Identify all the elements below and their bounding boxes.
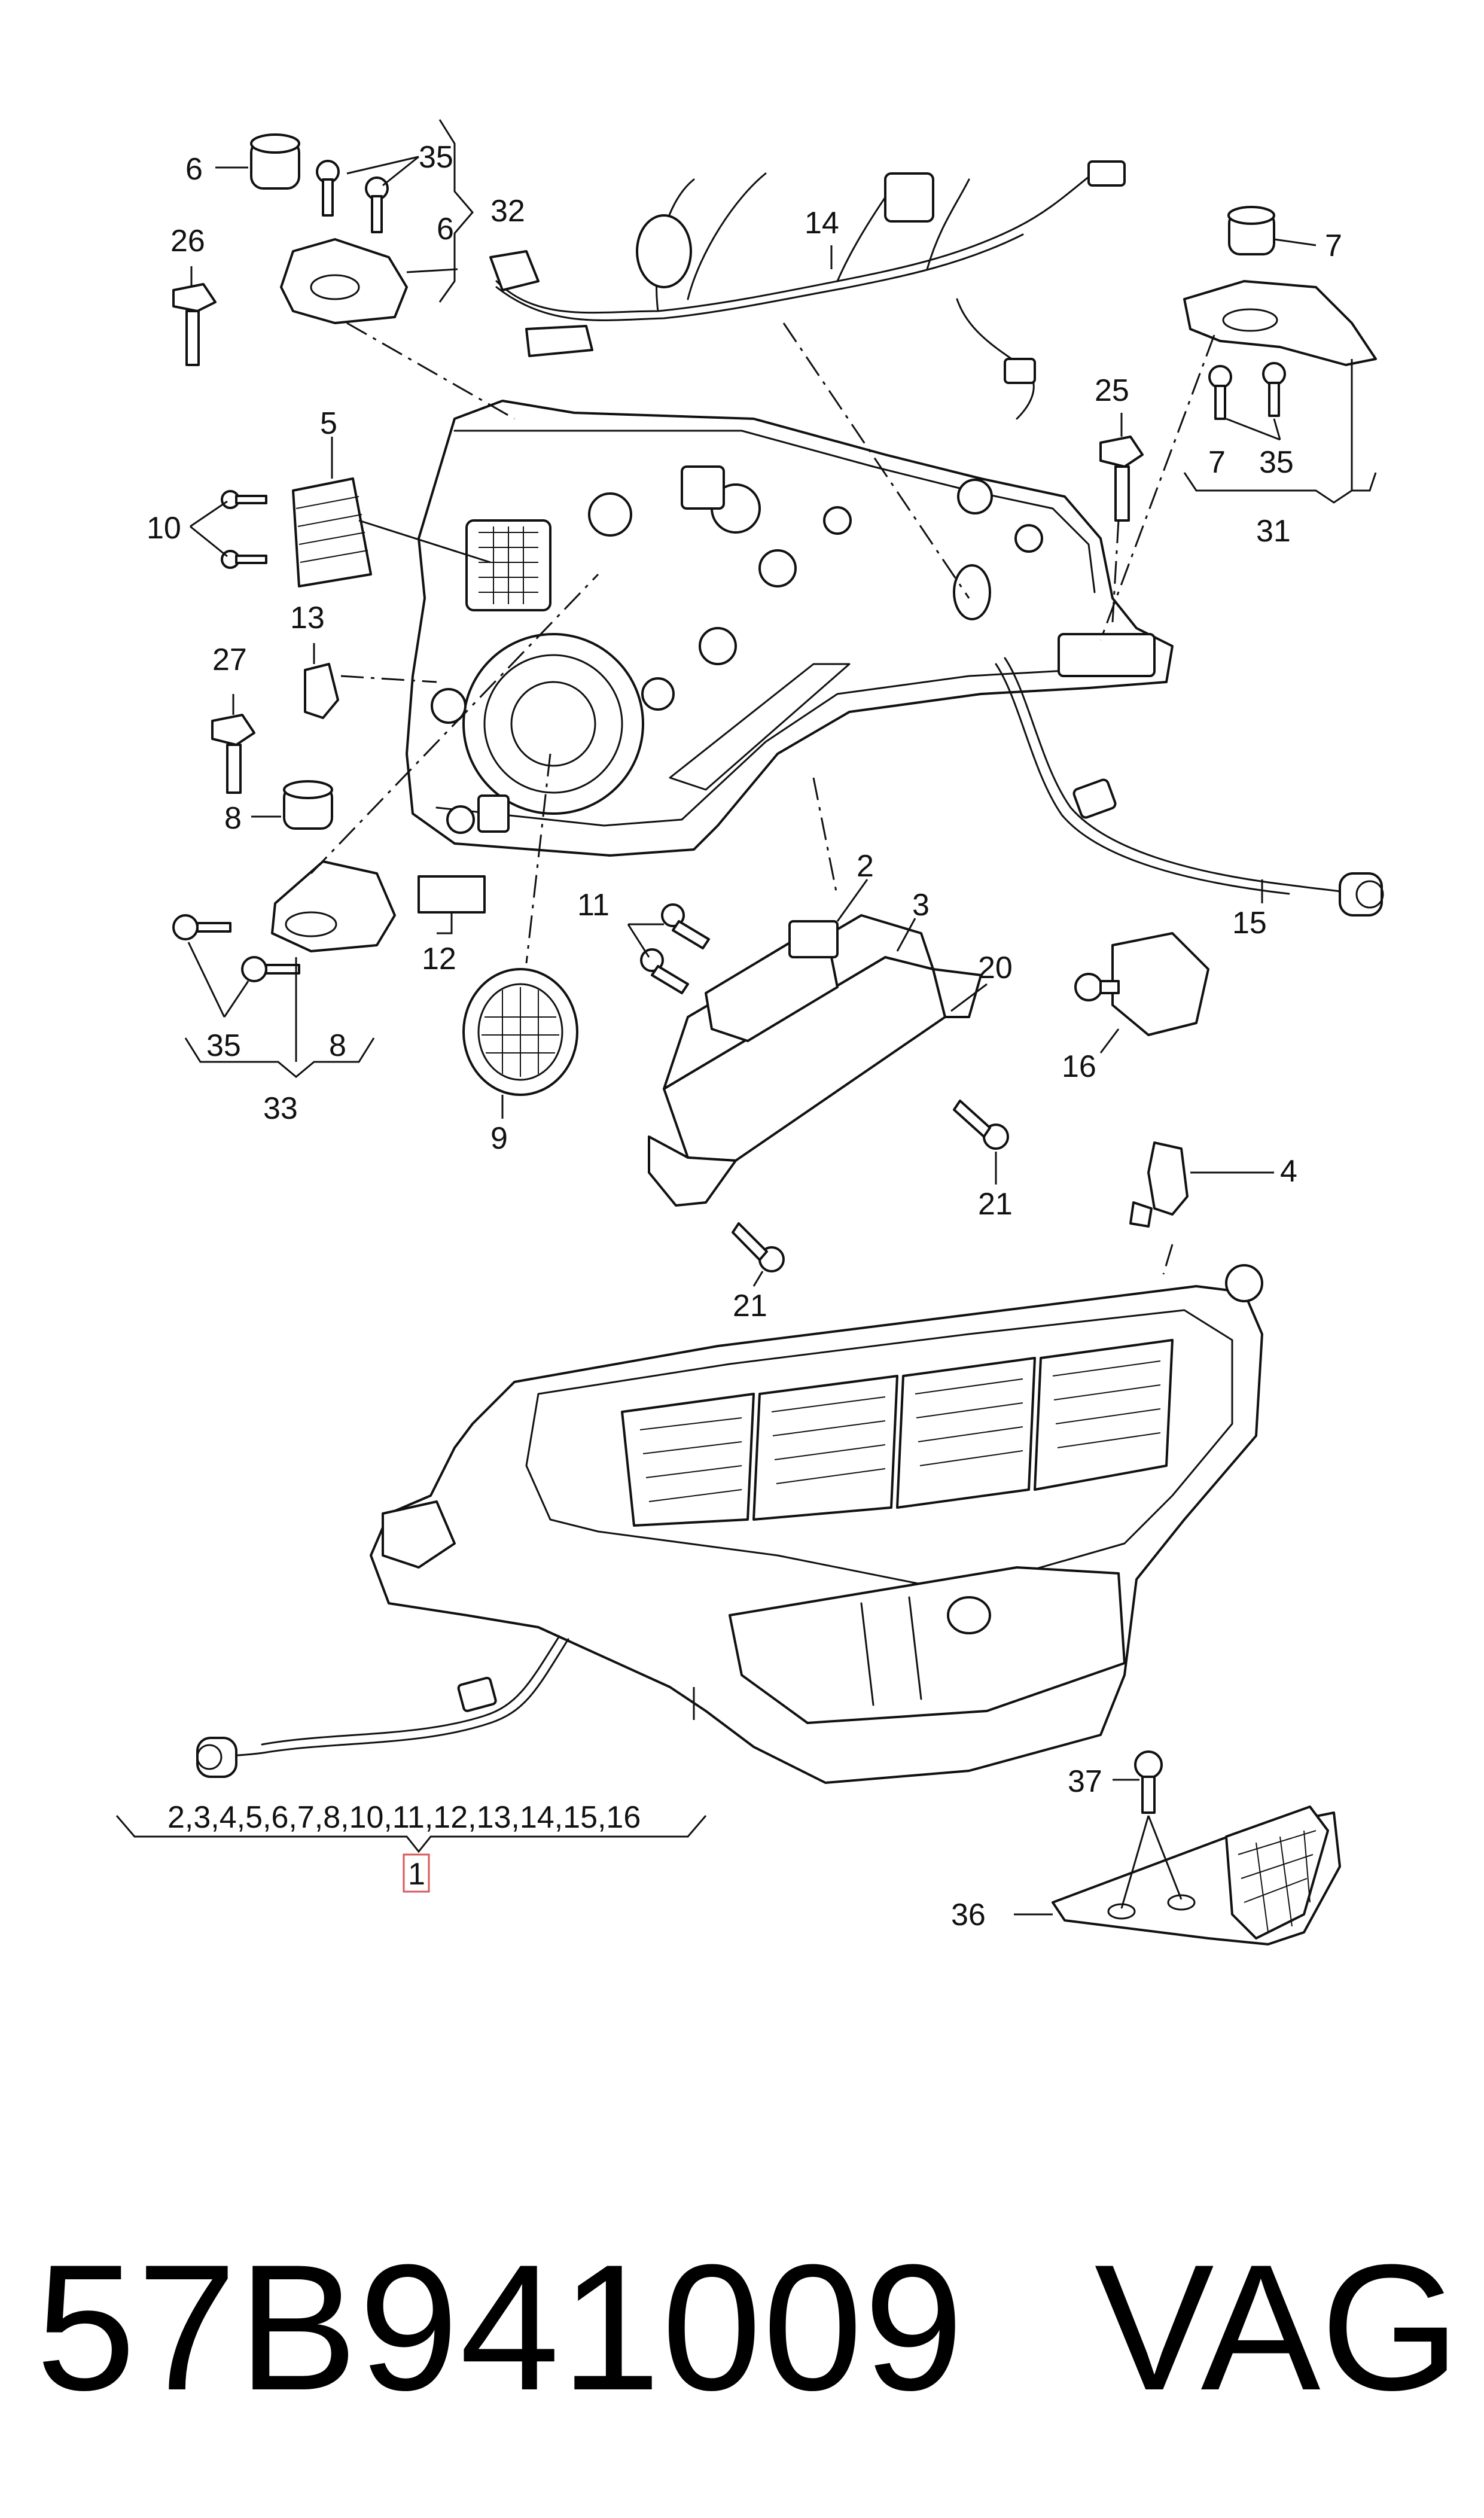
part-number: 57B941009	[36, 2227, 965, 2428]
callout-labels: 6 35 32 6 26 14 7 25 5 7 35 31 10 13 27 …	[147, 140, 1342, 1932]
bolt-27	[211, 714, 255, 794]
bolt-25	[1099, 436, 1144, 522]
assembly-list: 2,3,4,5,6,7,8,10,11,12,13,14,15,16	[167, 1800, 641, 1835]
screws-35-top	[316, 160, 389, 233]
wiring-harness	[489, 160, 1126, 420]
clip-13	[304, 663, 339, 719]
callout-13: 13	[290, 601, 325, 635]
callout-7: 7	[1208, 445, 1226, 480]
bellows-5	[292, 477, 372, 587]
cap-7	[1227, 206, 1275, 255]
callout-7: 7	[1325, 229, 1342, 263]
front-cable	[196, 1635, 569, 1778]
screws-21	[732, 1100, 1009, 1272]
group-braces	[115, 119, 1377, 1853]
callout-21: 21	[733, 1289, 767, 1323]
callout-2: 2	[857, 849, 874, 884]
callout-6: 6	[185, 152, 203, 187]
headlamp-housing-rear	[406, 400, 1174, 857]
brand-name: VAG	[1094, 2227, 1460, 2428]
headlamp-front	[370, 1264, 1263, 1784]
callout-14: 14	[805, 206, 839, 240]
callout-1: 1	[408, 1857, 425, 1892]
callout-6: 6	[437, 212, 454, 246]
callout-37: 37	[1068, 1764, 1102, 1799]
leader-lines	[187, 156, 1317, 1916]
bracket-36	[1052, 1805, 1341, 1945]
screws-35-lower	[172, 914, 300, 982]
footer: 57B941009 VAG	[0, 2213, 1484, 2518]
bulb-4	[1129, 1141, 1189, 1228]
callout-15: 15	[1232, 906, 1267, 940]
callout-35: 35	[206, 1028, 241, 1063]
bracket-6	[280, 238, 408, 324]
callout-25: 25	[1095, 373, 1129, 408]
bracket-33	[271, 860, 396, 952]
leveling-motor-16	[1074, 932, 1209, 1036]
callout-8: 8	[329, 1028, 346, 1063]
exploded-parts-diagram: 6 35 32 6 26 14 7 25 5 7 35 31 10 13 27 …	[115, 119, 1384, 1945]
callout-26: 26	[170, 224, 205, 258]
ballast-module	[648, 914, 982, 1207]
cap-8	[283, 780, 333, 830]
callout-10: 10	[147, 511, 181, 546]
callout-36: 36	[951, 1898, 986, 1932]
screws-10	[221, 490, 267, 569]
callout-21: 21	[978, 1187, 1013, 1222]
screw-37	[1134, 1750, 1163, 1814]
callout-11: 11	[577, 888, 610, 922]
callout-33: 33	[263, 1091, 298, 1126]
callout-1-box	[403, 1853, 430, 1893]
callout-9: 9	[490, 1121, 508, 1156]
callout-3: 3	[912, 888, 930, 922]
cable-15	[995, 657, 1384, 917]
screws-35-right	[1208, 362, 1286, 420]
callout-8: 8	[224, 801, 242, 836]
screws-11	[640, 903, 710, 994]
callout-32: 32	[490, 194, 525, 229]
callout-16: 16	[1062, 1049, 1096, 1084]
bolt-26	[172, 283, 217, 366]
callout-12: 12	[422, 942, 456, 976]
callout-20: 20	[978, 951, 1013, 985]
bracket-31	[1183, 280, 1377, 366]
cap-6	[250, 133, 300, 190]
callout-35: 35	[1259, 445, 1294, 480]
cover-9	[462, 968, 578, 1096]
callout-27: 27	[212, 643, 247, 677]
callout-4: 4	[1280, 1154, 1297, 1189]
callout-31: 31	[1256, 514, 1291, 549]
assembly-lines	[310, 322, 1215, 1275]
callout-35: 35	[419, 140, 453, 175]
label-12	[418, 875, 486, 914]
callout-5: 5	[320, 406, 337, 441]
